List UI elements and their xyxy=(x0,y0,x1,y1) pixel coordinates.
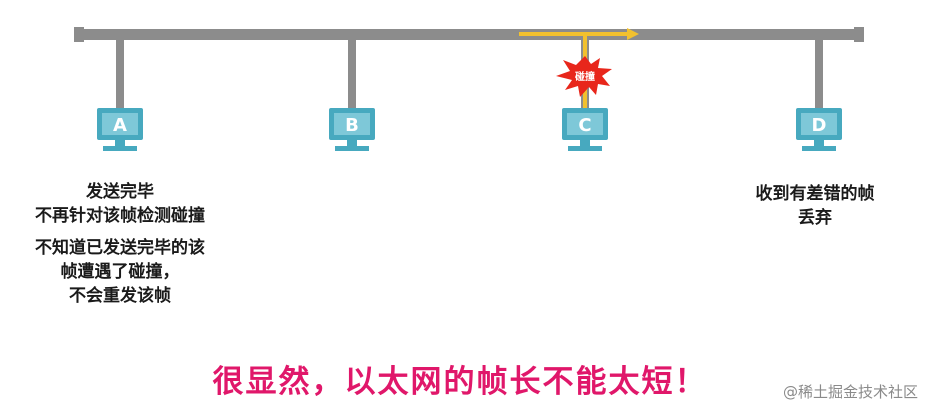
station-d-label: D xyxy=(812,115,827,136)
collision-burst: 碰撞 xyxy=(556,56,612,97)
drop-line-d xyxy=(815,40,823,112)
station-b: B xyxy=(329,108,375,151)
drop-line-b xyxy=(348,40,356,112)
station-a-label: A xyxy=(113,115,127,136)
station-d-notes: 收到有差错的帧 丢弃 xyxy=(700,182,930,230)
station-c: C xyxy=(562,108,608,151)
collision-label: 碰撞 xyxy=(575,70,595,83)
station-d-note-line1: 收到有差错的帧 xyxy=(755,184,875,204)
station-a-notes: 发送完毕 不再针对该帧检测碰撞 不知道已发送完毕的该 帧遭遇了碰撞， 不会重发该… xyxy=(0,180,240,308)
station-a-note-line4: 帧遭遇了碰撞， xyxy=(60,262,180,282)
station-a-note-line1: 发送完毕 xyxy=(86,182,154,202)
station-a-note-line2: 不再针对该帧检测碰撞 xyxy=(35,206,205,226)
station-a-note-line3: 不知道已发送完毕的该 xyxy=(35,238,205,258)
station-d-note-line2: 丢弃 xyxy=(798,208,832,228)
watermark: @稀土掘金技术社区 xyxy=(782,383,918,401)
drop-line-a xyxy=(116,40,124,112)
station-c-label: C xyxy=(578,115,591,136)
station-b-label: B xyxy=(345,115,359,136)
station-d: D xyxy=(796,108,842,151)
headline: 很显然，以太网的帧长不能太短！ xyxy=(212,364,708,400)
station-a: A xyxy=(97,108,143,151)
ethernet-bus xyxy=(74,27,864,42)
station-a-note-line5: 不会重发该帧 xyxy=(69,286,171,306)
